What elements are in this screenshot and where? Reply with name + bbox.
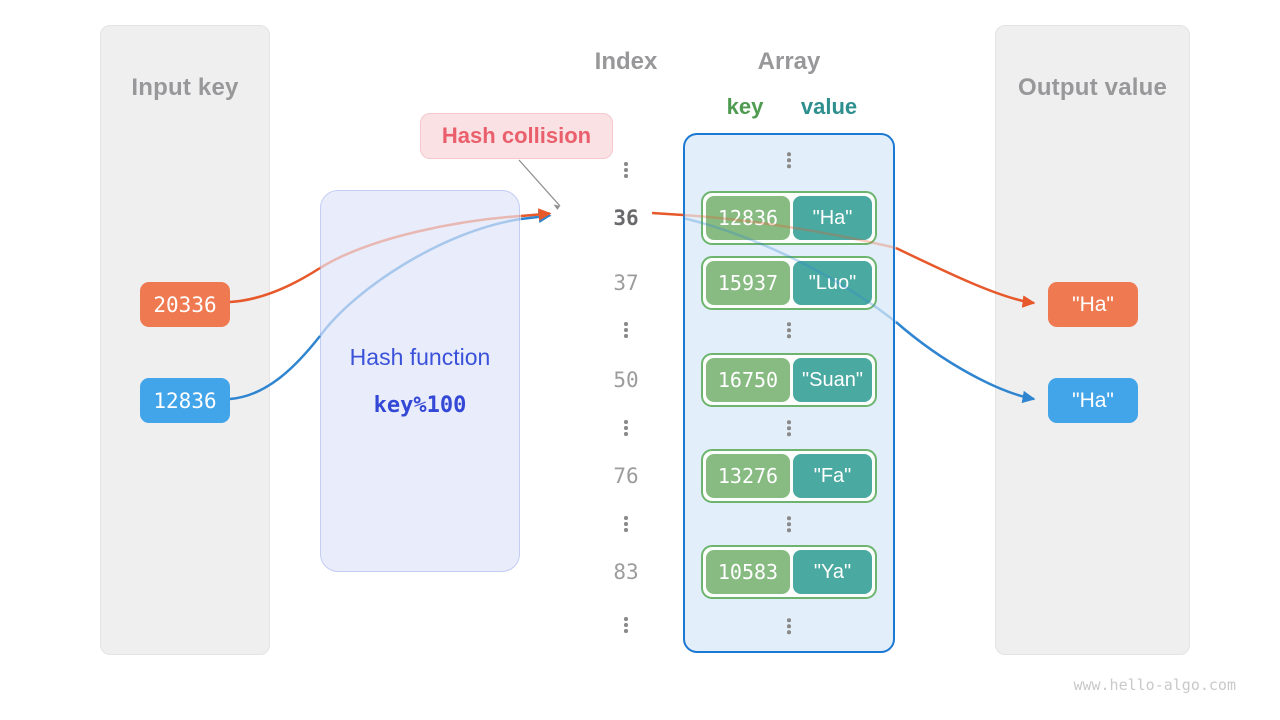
dot bbox=[787, 158, 791, 162]
dot bbox=[787, 426, 791, 430]
dot bbox=[787, 528, 791, 532]
array-ellipsis bbox=[683, 420, 895, 436]
vertical-ellipsis-icon bbox=[787, 420, 791, 436]
dot bbox=[624, 522, 628, 526]
array-header: Array bbox=[757, 48, 821, 75]
dot bbox=[787, 164, 791, 168]
value-column-header: value bbox=[800, 94, 858, 119]
dot bbox=[624, 328, 628, 332]
entry-key: 12836 bbox=[706, 196, 790, 240]
entry-pair: 10583"Ya" bbox=[701, 545, 877, 599]
index-ellipsis bbox=[576, 616, 676, 634]
output-value-panel: Output value bbox=[995, 25, 1190, 655]
vertical-ellipsis-icon bbox=[787, 618, 791, 634]
dot bbox=[624, 629, 628, 633]
dot bbox=[624, 174, 628, 178]
dot bbox=[787, 152, 791, 156]
array-entry-16750: 16750"Suan" bbox=[683, 353, 895, 407]
array-ellipsis bbox=[683, 618, 895, 634]
key-column-header: key bbox=[726, 94, 764, 119]
output-value-ha-blue: "Ha" bbox=[1048, 378, 1138, 423]
entry-key: 15937 bbox=[706, 261, 790, 305]
arrow-orange-to-index36 bbox=[520, 208, 552, 221]
output-value-ha-orange: "Ha" bbox=[1048, 282, 1138, 327]
collision-leader-line bbox=[518, 159, 561, 207]
dot bbox=[787, 624, 791, 628]
vertical-ellipsis-icon bbox=[624, 516, 628, 532]
input-key-panel: Input key bbox=[100, 25, 270, 655]
index-ellipsis bbox=[576, 161, 676, 179]
index-76: 76 bbox=[613, 464, 639, 488]
vertical-ellipsis-icon bbox=[624, 162, 628, 178]
input-key-12836: 12836 bbox=[140, 378, 230, 423]
vertical-ellipsis-icon bbox=[787, 516, 791, 532]
dot bbox=[624, 432, 628, 436]
hash-collision-label: Hash collision bbox=[420, 113, 613, 159]
index-36: 36 bbox=[613, 206, 639, 230]
dot bbox=[624, 334, 628, 338]
vertical-ellipsis-icon bbox=[624, 322, 628, 338]
index-83: 83 bbox=[613, 560, 639, 584]
arrow-blue-to-index36 bbox=[520, 210, 552, 224]
dot bbox=[787, 322, 791, 326]
entry-value: "Ya" bbox=[793, 550, 872, 594]
entry-value: "Suan" bbox=[793, 358, 872, 402]
output-panel-title: Output value bbox=[1017, 74, 1168, 101]
array-ellipsis bbox=[683, 322, 895, 338]
entry-key: 13276 bbox=[706, 454, 790, 498]
dot bbox=[787, 522, 791, 526]
dot bbox=[624, 617, 628, 621]
array-rows: 12836"Ha"15937"Luo"16750"Suan"13276"Fa"1… bbox=[683, 0, 895, 720]
input-key-20336: 20336 bbox=[140, 282, 230, 327]
hash-function-box bbox=[320, 190, 520, 572]
index-37: 37 bbox=[613, 271, 639, 295]
entry-value: "Fa" bbox=[793, 454, 872, 498]
dot bbox=[624, 426, 628, 430]
dot bbox=[787, 420, 791, 424]
index-50: 50 bbox=[613, 368, 639, 392]
dot bbox=[787, 432, 791, 436]
entry-pair: 12836"Ha" bbox=[701, 191, 877, 245]
dot bbox=[624, 162, 628, 166]
array-ellipsis bbox=[683, 152, 895, 168]
input-panel-title: Input key bbox=[131, 74, 239, 101]
index-header: Index bbox=[594, 48, 658, 75]
dot bbox=[624, 420, 628, 424]
index-ellipsis bbox=[576, 321, 676, 339]
watermark: www.hello-algo.com bbox=[1073, 676, 1236, 694]
entry-pair: 13276"Fa" bbox=[701, 449, 877, 503]
entry-value: "Luo" bbox=[793, 261, 872, 305]
dot bbox=[624, 322, 628, 326]
entry-pair: 16750"Suan" bbox=[701, 353, 877, 407]
dot bbox=[787, 630, 791, 634]
vertical-ellipsis-icon bbox=[787, 152, 791, 168]
hash-function-name: Hash function bbox=[349, 344, 491, 370]
vertical-ellipsis-icon bbox=[624, 617, 628, 633]
index-ellipsis bbox=[576, 419, 676, 437]
array-entry-13276: 13276"Fa" bbox=[683, 449, 895, 503]
array-entry-12836: 12836"Ha" bbox=[683, 191, 895, 245]
vertical-ellipsis-icon bbox=[787, 322, 791, 338]
vertical-ellipsis-icon bbox=[624, 420, 628, 436]
dot bbox=[624, 168, 628, 172]
array-entry-10583: 10583"Ya" bbox=[683, 545, 895, 599]
entry-pair: 15937"Luo" bbox=[701, 256, 877, 310]
dot bbox=[624, 623, 628, 627]
dot bbox=[787, 618, 791, 622]
collision-leader-arrowhead bbox=[553, 204, 560, 210]
entry-value: "Ha" bbox=[793, 196, 872, 240]
index-ellipsis bbox=[576, 515, 676, 533]
index-column: 36 37 50 76 83 bbox=[576, 0, 676, 720]
array-entry-15937: 15937"Luo" bbox=[683, 256, 895, 310]
dot bbox=[787, 334, 791, 338]
dot bbox=[624, 528, 628, 532]
dot bbox=[787, 516, 791, 520]
array-ellipsis bbox=[683, 516, 895, 532]
hash-function-formula: key%100 bbox=[373, 393, 467, 418]
entry-key: 16750 bbox=[706, 358, 790, 402]
dot bbox=[624, 516, 628, 520]
dot bbox=[787, 328, 791, 332]
entry-key: 10583 bbox=[706, 550, 790, 594]
